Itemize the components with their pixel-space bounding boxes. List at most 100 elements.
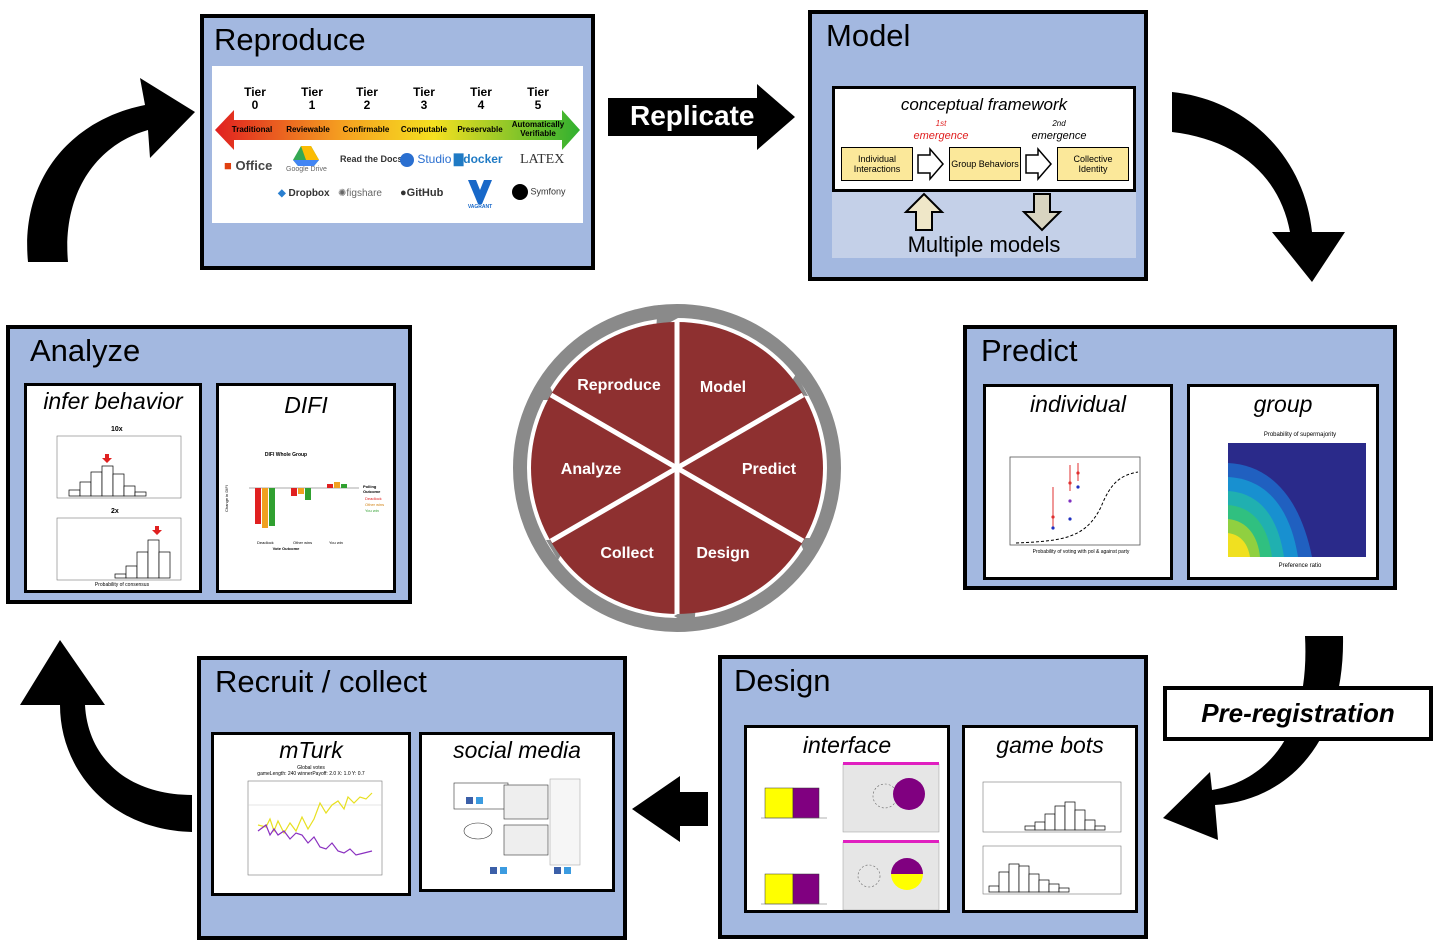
logo-studio: Studio xyxy=(400,152,451,167)
difi-title: DIFI xyxy=(284,392,328,418)
group-chart-title: Probability of supermajority xyxy=(1263,432,1337,438)
logo-latex: LATEX xyxy=(520,152,565,167)
replicate-label: Replicate xyxy=(630,100,755,131)
tier-gradient-arrow xyxy=(215,110,580,150)
logo-dropbox: ◆ Dropbox xyxy=(278,188,330,199)
box-individual-interactions: Individual Interactions xyxy=(841,147,913,181)
difi-legend-0: Deadlock xyxy=(365,496,382,501)
game-bots-histograms xyxy=(982,781,1122,895)
difi-chart-title: DIFI Whole Group xyxy=(264,452,308,458)
wheel-design: Design xyxy=(696,545,750,562)
studio-icon xyxy=(400,152,414,167)
right-arrow-icon-2 xyxy=(1025,146,1052,182)
box-collective-identity: Collective Identity xyxy=(1057,147,1129,181)
group-title: group xyxy=(1253,391,1313,417)
dropbox-icon: ◆ xyxy=(278,188,286,199)
social-media-diagram xyxy=(453,778,581,874)
difi-legend-title: Polling Outcome xyxy=(363,484,381,494)
bar-label-automatically-verifiable: Automatically Verifiable xyxy=(511,120,565,138)
difi-xlabel: Vote Outcome xyxy=(272,546,300,551)
analyze-infer-behavior: infer behavior 10x 2x Probability of con… xyxy=(24,383,202,593)
wheel-analyze: Analyze xyxy=(560,461,622,478)
office-icon: ■ xyxy=(224,158,232,173)
design-to-recruit-arrow xyxy=(632,776,708,842)
logo-github: ●GitHub xyxy=(400,187,444,199)
interface-title: interface xyxy=(802,732,892,758)
preregistration-badge: Pre-registration xyxy=(1163,686,1433,741)
difi-legend-2: You win xyxy=(365,508,379,513)
difi-legend-1: Other wins xyxy=(365,502,385,507)
github-icon: ● xyxy=(400,187,407,199)
recruit-mturk: mTurk Global votes gameLength: 240 winne… xyxy=(211,732,411,896)
predict-group: group Probability of supermajority Prefe… xyxy=(1187,384,1379,580)
design-interface: interface xyxy=(744,725,950,913)
analyze-title: Analyze xyxy=(30,333,141,368)
box-group-behaviors: Group Behaviors xyxy=(949,147,1021,181)
analyze-panel: Analyze infer behavior 10x 2x Probabilit… xyxy=(6,325,412,604)
framework-title: conceptual framework xyxy=(900,95,1068,114)
difi-cat-1: Other wins xyxy=(293,540,313,545)
down-arrow-icon xyxy=(1021,193,1063,232)
infer-behavior-title: infer behavior xyxy=(43,388,183,414)
model-updown-arrows xyxy=(903,192,1063,232)
bar-label-computable: Computable xyxy=(400,125,448,134)
model-title: Model xyxy=(826,18,911,53)
curved-arrow-top-left xyxy=(27,78,196,262)
logo-symfony: Symfony xyxy=(512,184,566,200)
design-panel: Design interface game bots xyxy=(718,655,1148,939)
docker-icon: ▇ xyxy=(454,152,464,166)
google-drive-icon xyxy=(293,146,320,166)
curved-arrow-bottom-left xyxy=(20,640,192,832)
predict-individual: individual Probability of voting with po… xyxy=(983,384,1173,580)
framework-arrows xyxy=(917,146,1052,182)
infer-chart2-label: 2x xyxy=(111,508,119,515)
wheel-predict: Predict xyxy=(741,461,797,478)
infer-xlabel: Probability of consensus xyxy=(94,582,150,588)
social-media-title: social media xyxy=(453,737,581,763)
individual-xlabel: Probability of voting with pol & against… xyxy=(1032,549,1130,555)
difi-cat-2: You win xyxy=(329,540,343,545)
bar-label-preservable: Preservable xyxy=(457,125,503,134)
reproduce-title: Reproduce xyxy=(214,22,366,57)
logo-read-the-docs: Read the Docs xyxy=(340,154,403,164)
figshare-icon: ✺ xyxy=(338,188,347,199)
replicate-arrow xyxy=(608,84,795,150)
recruit-social-media: social media xyxy=(419,732,615,892)
red-arrow-icon xyxy=(102,454,112,463)
mturk-chart-subtitle: gameLength: 240 winnerPayoff: 2.0 X: 1.0… xyxy=(257,771,365,777)
wheel-reproduce: Reproduce xyxy=(577,377,661,394)
right-arrow-icon-1 xyxy=(917,146,944,182)
predict-title: Predict xyxy=(981,333,1078,368)
multiple-models-caption: Multiple models xyxy=(907,232,1061,257)
logo-figshare: ✺figshare xyxy=(338,188,382,199)
wheel-collect: Collect xyxy=(600,545,654,562)
mturk-title: mTurk xyxy=(279,737,343,763)
group-contour-chart xyxy=(1228,443,1366,557)
wheel-ring xyxy=(513,304,841,632)
analyze-difi: DIFI DIFI Whole Group Change in DIFI Pol… xyxy=(216,383,396,593)
recruit-title: Recruit / collect xyxy=(215,664,427,699)
game-bots-title: game bots xyxy=(996,732,1104,758)
design-title: Design xyxy=(734,663,831,698)
logo-office: ■ Office xyxy=(224,158,273,173)
infer-chart1-label: 10x xyxy=(111,426,123,433)
individual-chart xyxy=(1009,456,1141,546)
infer-behavior-histograms xyxy=(56,435,182,581)
mturk-chart xyxy=(247,780,383,876)
wheel-dividers xyxy=(549,322,805,614)
vagrant-icon xyxy=(468,180,492,204)
logo-google-drive: Google Drive xyxy=(286,146,327,173)
mturk-chart-title: Global votes xyxy=(297,765,325,771)
